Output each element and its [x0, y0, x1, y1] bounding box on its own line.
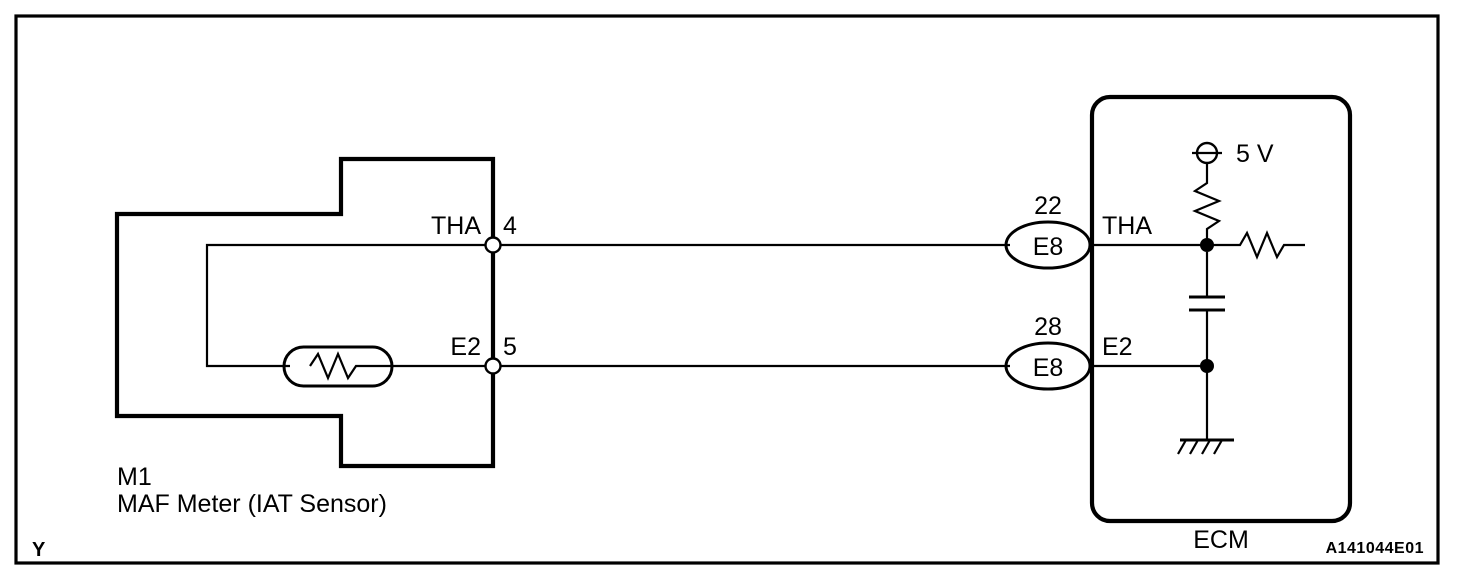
ecm-connector-oval-22[interactable]: [1004, 220, 1092, 270]
ecm-connector-name-22: E8: [1033, 233, 1064, 261]
thermistor-zigzag: [309, 351, 392, 381]
diagram-border: [14, 14, 1440, 565]
terminal-pin-4[interactable]: [484, 236, 502, 254]
maf-pin-number-5: 5: [503, 333, 517, 361]
five-volt-label: 5 V: [1236, 140, 1274, 168]
ecm-connector-oval-28[interactable]: [1004, 341, 1092, 391]
pullup-resistor-icon: [1192, 163, 1222, 245]
ground-hatch-icon: [1177, 439, 1223, 455]
maf-pin-number-4: 4: [503, 212, 517, 240]
corner-marker: Y: [32, 539, 46, 561]
ecm-box: [1089, 94, 1353, 524]
figure-code: A141044E01: [1326, 540, 1424, 557]
ecm-connector-pin-28: 28: [1034, 313, 1062, 341]
series-resistor-icon: [1207, 230, 1305, 260]
maf-terminal-label-tha: THA: [431, 212, 481, 240]
ecm-signal-label-e2: E2: [1102, 333, 1133, 361]
sensor-name-label: MAF Meter (IAT Sensor): [117, 490, 387, 518]
ecm-connector-name-28: E8: [1033, 354, 1064, 382]
maf-internal-wiring: [205, 243, 493, 368]
ecm-connector-pin-22: 22: [1034, 192, 1062, 220]
maf-connector-outline: [114, 156, 496, 469]
ecm-signal-label-tha: THA: [1102, 212, 1152, 240]
ecm-label: ECM: [1193, 526, 1249, 554]
terminal-pin-5[interactable]: [484, 357, 502, 375]
maf-terminal-label-e2: E2: [450, 333, 481, 361]
sensor-ref-label: M1: [117, 463, 152, 491]
